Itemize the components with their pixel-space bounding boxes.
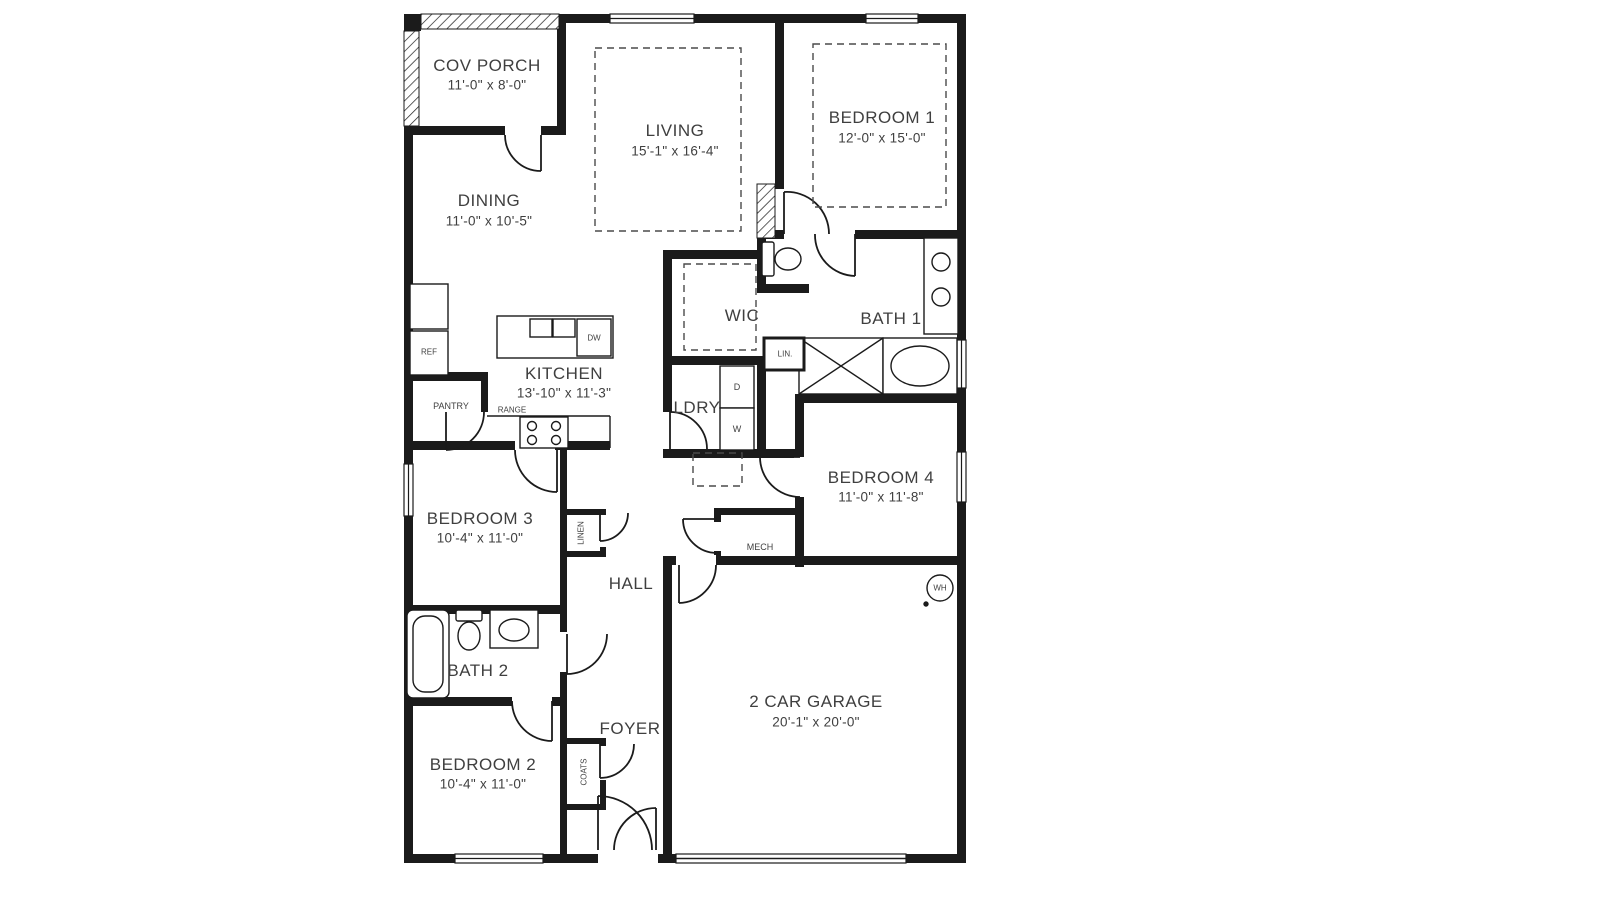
porch-hatching (403, 13, 776, 239)
door-swings (445, 134, 856, 851)
dryer-box (719, 365, 755, 409)
toilet2-bowl (457, 621, 481, 651)
windows (403, 13, 967, 864)
tub1 (890, 345, 950, 387)
sink-right (552, 318, 576, 338)
toilet1-tank (761, 241, 775, 277)
vanity1-sink-a (931, 252, 951, 272)
cabinet (409, 283, 449, 330)
washer-box (719, 407, 755, 451)
lin-closet (762, 336, 806, 372)
door-openings (505, 125, 855, 864)
dashed-outlines (594, 43, 947, 487)
fridge (409, 330, 449, 376)
dishwasher (576, 318, 612, 357)
vanity1-sink-b (931, 287, 951, 307)
sink-left (529, 318, 553, 338)
toilet2-tank (455, 609, 483, 622)
walls (404, 14, 966, 863)
range (519, 416, 569, 449)
toilet1-bowl (774, 247, 802, 271)
fixtures (406, 237, 959, 699)
sink2 (498, 618, 530, 642)
garage-door (675, 853, 907, 864)
water-heater (926, 574, 954, 602)
